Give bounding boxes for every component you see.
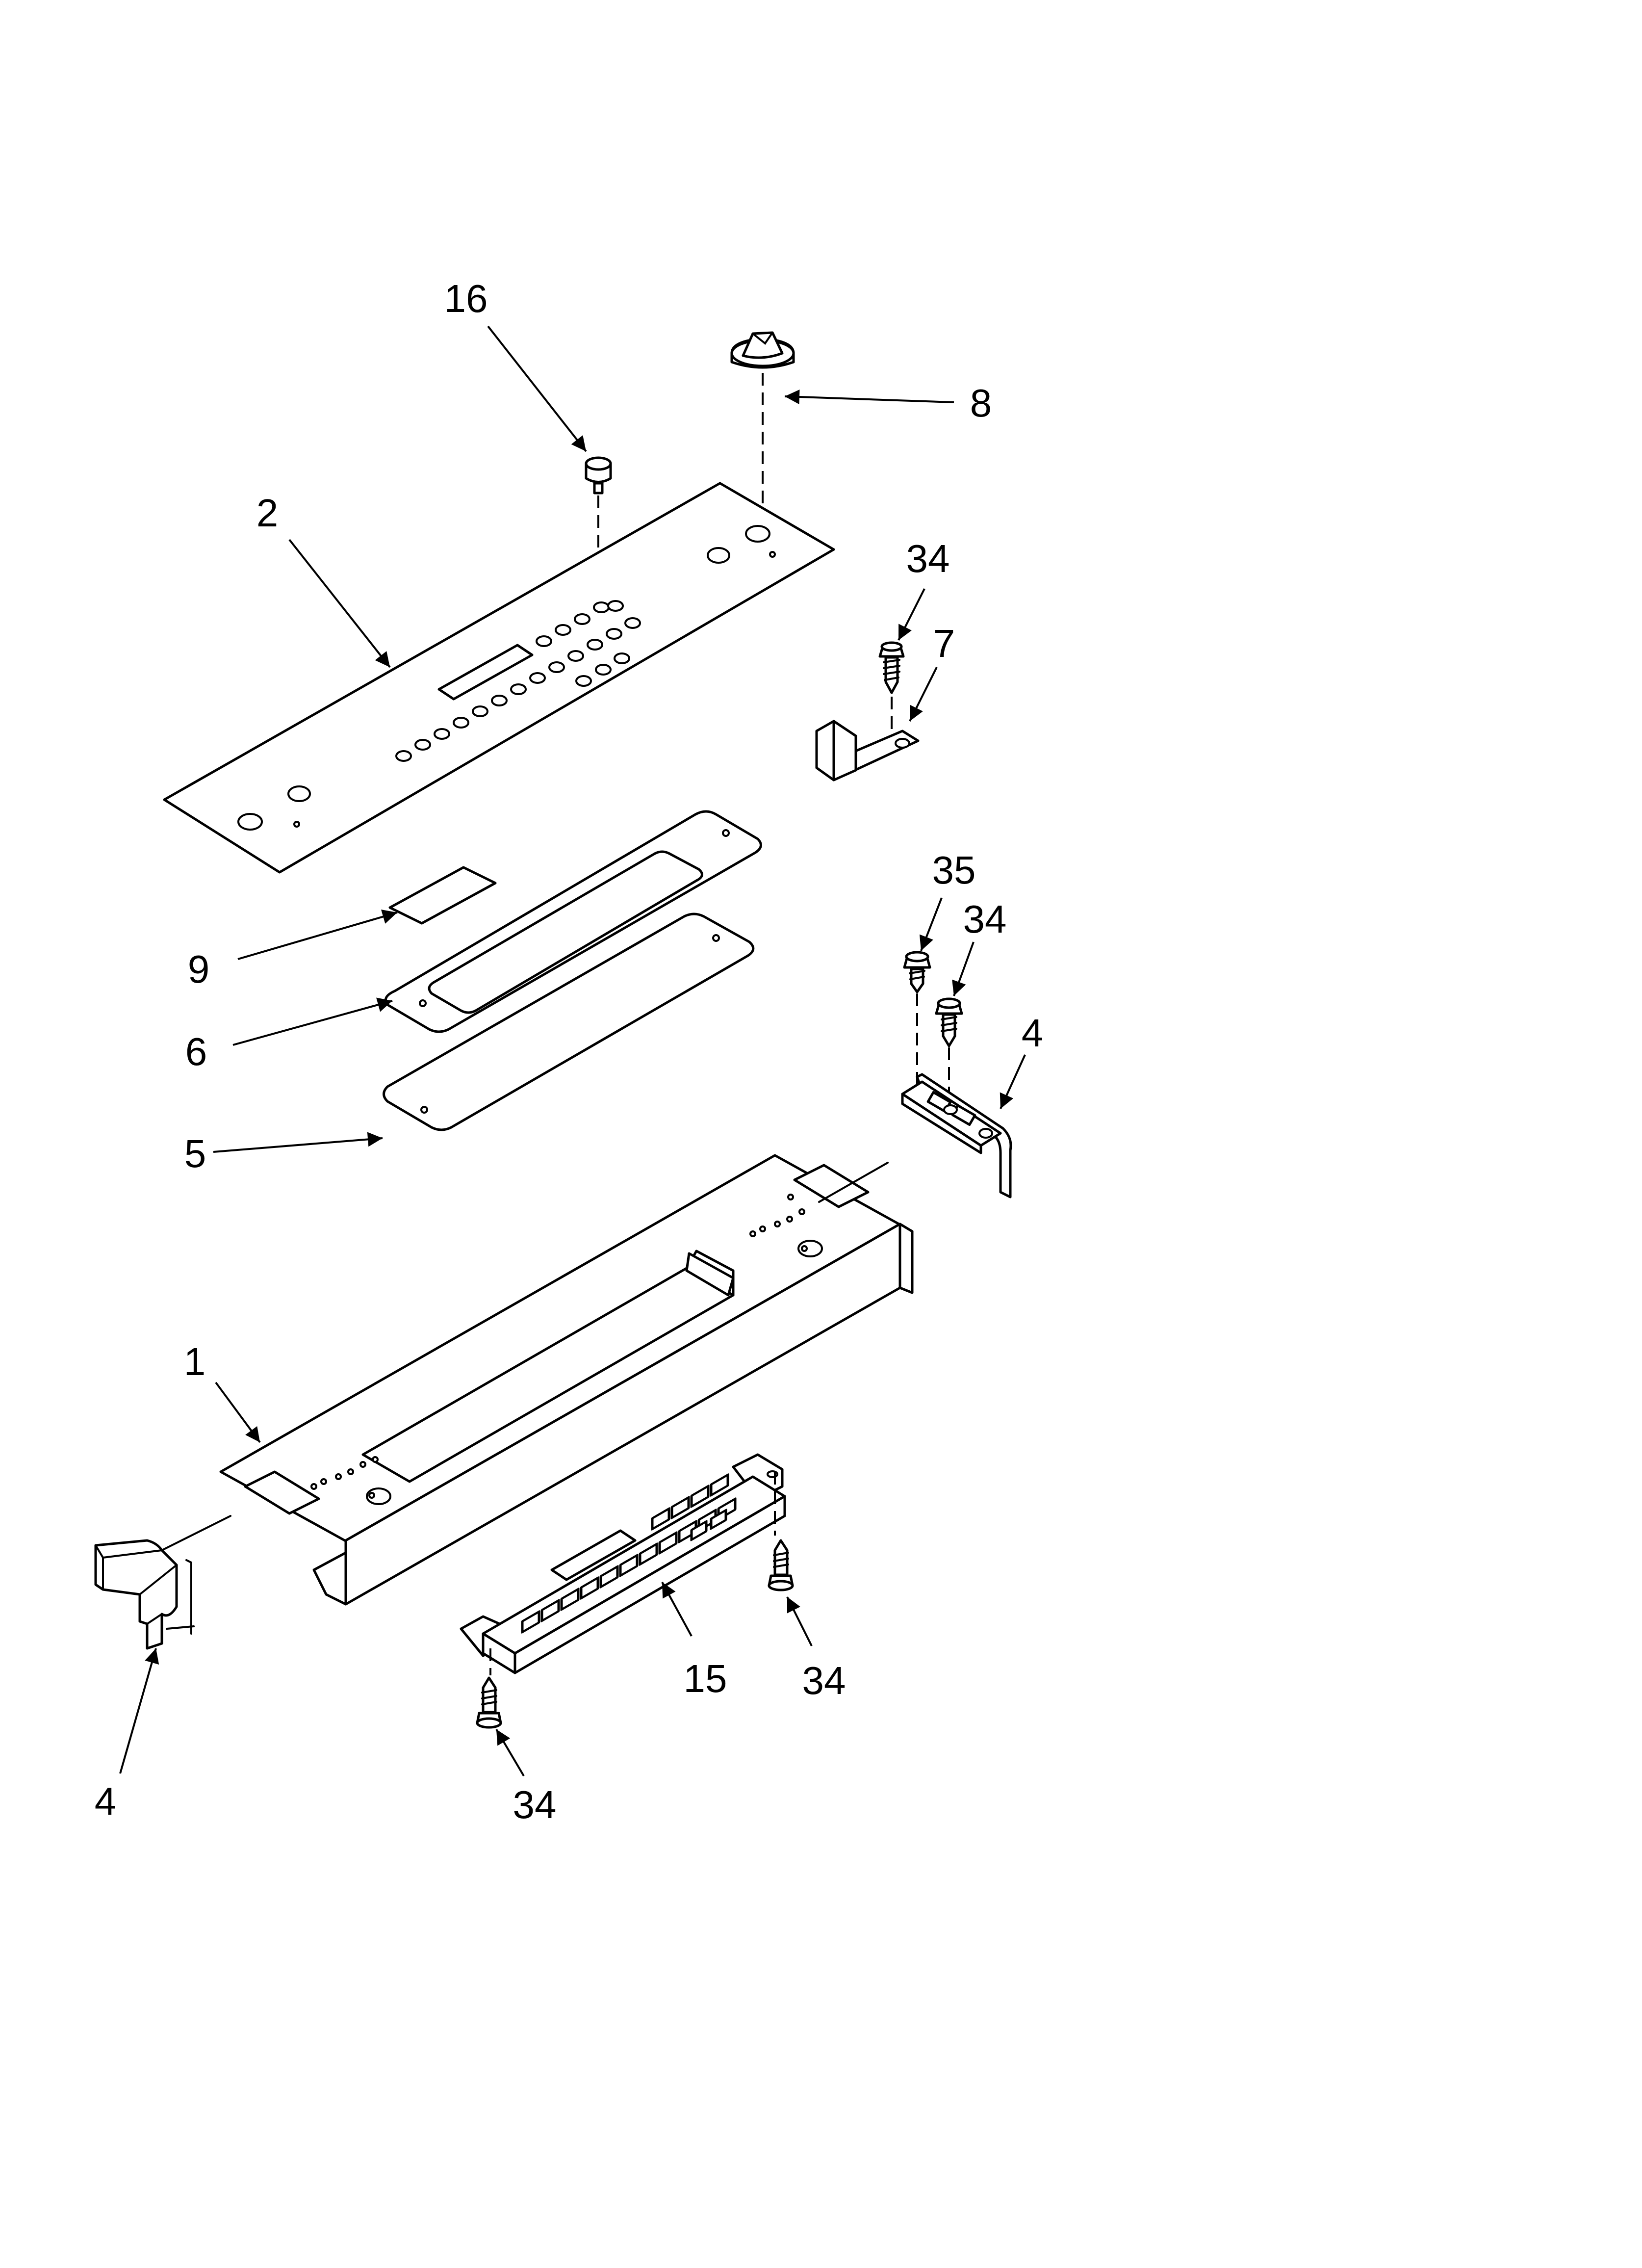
control-panel-faceplate-part-2 xyxy=(163,482,835,874)
control-board-keys xyxy=(521,1473,737,1634)
end-cap-left-part-4 xyxy=(94,1539,195,1650)
callout-16: 16 xyxy=(444,277,488,320)
callout-34-bottom: 34 xyxy=(513,1783,557,1826)
callout-2: 2 xyxy=(257,491,279,535)
screw-part-34-board-right xyxy=(768,1539,794,1591)
right-end-cap-mount-line xyxy=(818,1162,889,1203)
backing-plate-part-5 xyxy=(383,912,755,1131)
display-lens-part-9 xyxy=(388,866,497,925)
control-board-part-15 xyxy=(460,1453,786,1674)
callout-6: 6 xyxy=(185,1030,207,1073)
callout-labels: 16 8 2 34 7 35 34 4 9 6 5 1 15 34 4 34 xyxy=(95,277,1044,1826)
callout-1: 1 xyxy=(184,1340,206,1383)
callout-34-board-right: 34 xyxy=(802,1659,846,1702)
control-panel-chassis-part-1 xyxy=(219,1154,914,1606)
end-cap-right-part-4 xyxy=(901,1073,1012,1199)
button-part-16 xyxy=(585,456,612,495)
spacer-part-6 xyxy=(384,810,762,1033)
callout-9: 9 xyxy=(188,947,210,991)
callout-7: 7 xyxy=(933,622,955,665)
callout-34-top: 34 xyxy=(906,537,950,580)
leader-lines xyxy=(119,325,1026,1777)
faceplate-button-holes xyxy=(395,600,641,762)
screw-part-34-right xyxy=(935,997,963,1047)
screw-part-35 xyxy=(903,951,931,993)
left-end-cap-mount-line xyxy=(161,1515,231,1551)
callout-4-left: 4 xyxy=(95,1779,117,1823)
callout-4-right: 4 xyxy=(1022,1011,1044,1055)
callout-8: 8 xyxy=(970,381,992,425)
knob-part-8 xyxy=(730,331,795,369)
bracket-part-7 xyxy=(815,720,920,782)
callout-34-right: 34 xyxy=(963,897,1007,941)
callout-5: 5 xyxy=(184,1132,206,1175)
screw-part-34-bottom xyxy=(476,1676,502,1729)
screw-part-34-top xyxy=(878,641,905,694)
callout-15: 15 xyxy=(684,1657,727,1700)
callout-35: 35 xyxy=(932,848,976,892)
chassis-small-holes xyxy=(310,1194,805,1490)
